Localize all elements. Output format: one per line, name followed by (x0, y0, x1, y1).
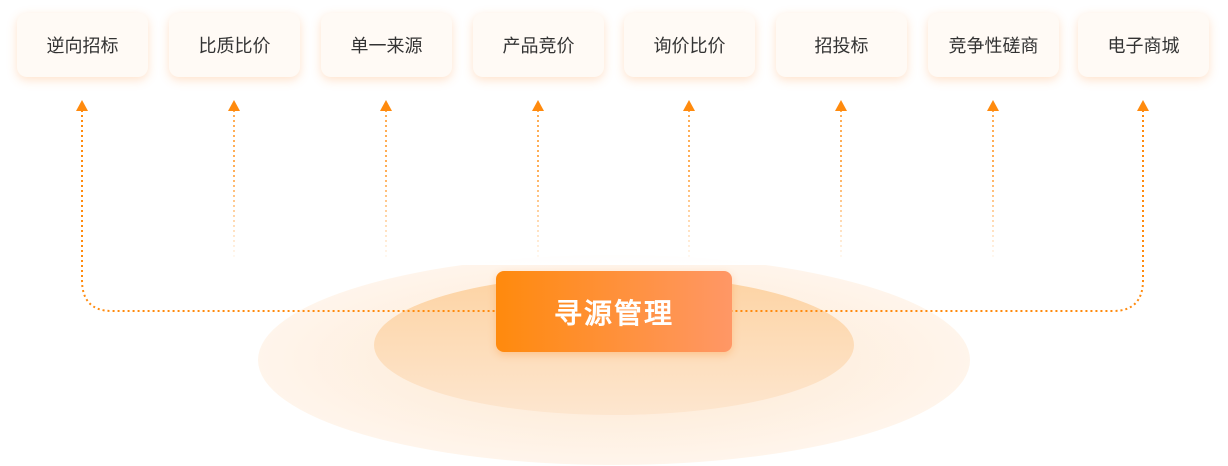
sourcing-management-hub[interactable]: 寻源管理 (496, 271, 732, 352)
module-card-4[interactable]: 产品竞价 (473, 13, 604, 77)
fade-overlay (150, 170, 1080, 265)
arrow-up-icon (228, 100, 240, 111)
module-card-6[interactable]: 招投标 (776, 13, 907, 77)
module-card-7[interactable]: 竞争性磋商 (928, 13, 1059, 77)
arrow-up-icon (380, 100, 392, 111)
arrow-up-icon (532, 100, 544, 111)
module-card-1[interactable]: 逆向招标 (17, 13, 148, 77)
arrow-up-icon (1137, 100, 1149, 111)
connector-line (81, 110, 496, 312)
arrow-up-icon (835, 100, 847, 111)
module-card-2[interactable]: 比质比价 (169, 13, 300, 77)
module-card-5[interactable]: 询价比价 (624, 13, 755, 77)
arrow-up-icon (76, 100, 88, 111)
connector-line (732, 110, 1144, 312)
module-card-3[interactable]: 单一来源 (321, 13, 452, 77)
arrow-up-icon (683, 100, 695, 111)
arrow-up-icon (987, 100, 999, 111)
module-card-8[interactable]: 电子商城 (1078, 13, 1209, 77)
